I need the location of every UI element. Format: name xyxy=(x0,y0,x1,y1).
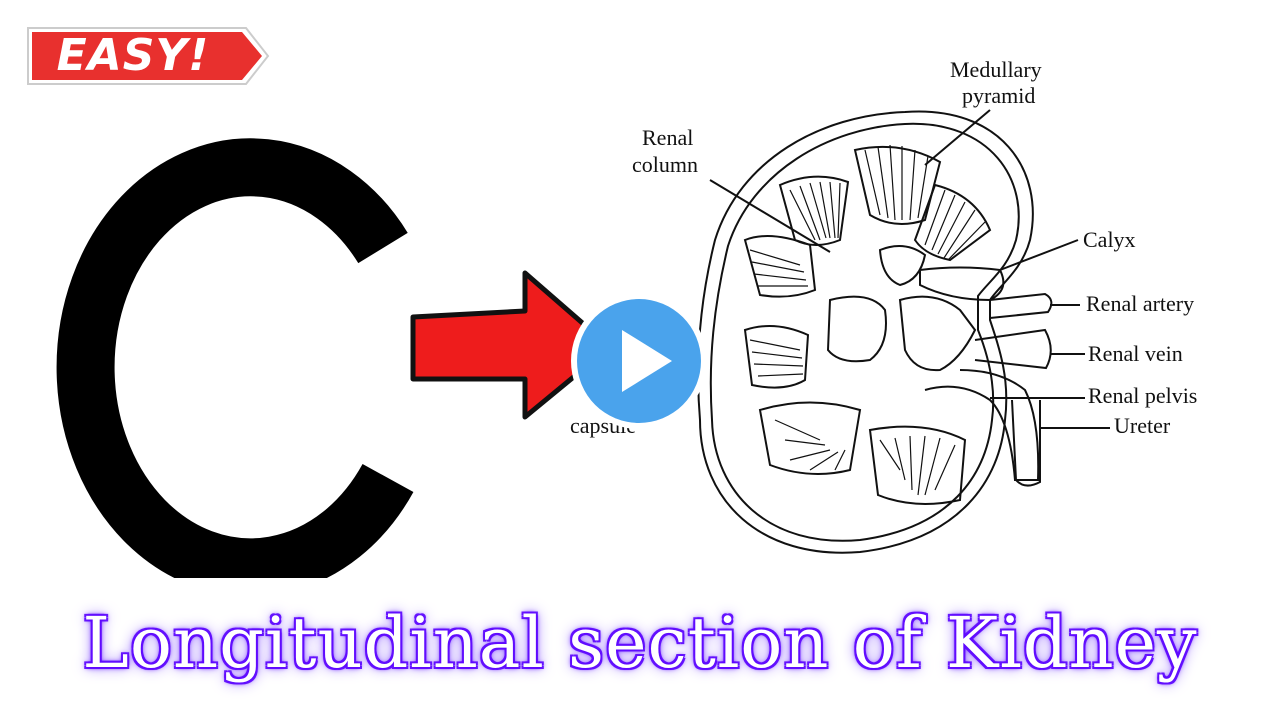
label-ureter: Ureter xyxy=(1114,413,1171,438)
video-title: Longitudinal section of Kidney xyxy=(82,602,1198,684)
label-medullary: Medullary xyxy=(950,57,1042,82)
label-column: column xyxy=(632,152,698,177)
kidney-capsule-outline xyxy=(697,110,1034,554)
big-letter-c xyxy=(56,138,414,578)
play-icon xyxy=(622,330,672,392)
label-calyx: Calyx xyxy=(1083,227,1136,252)
easy-badge-label: EASY! xyxy=(56,29,210,81)
label-renal-pelvis: Renal pelvis xyxy=(1088,383,1198,408)
label-renal-vein: Renal vein xyxy=(1088,341,1183,366)
label-renal: Renal xyxy=(642,125,694,150)
kidney-diagram xyxy=(697,109,1110,554)
label-pyramid: pyramid xyxy=(962,83,1036,108)
red-arrow xyxy=(410,270,613,420)
easy-badge xyxy=(27,27,270,85)
play-button[interactable] xyxy=(568,290,710,432)
label-renal-artery: Renal artery xyxy=(1086,291,1195,316)
